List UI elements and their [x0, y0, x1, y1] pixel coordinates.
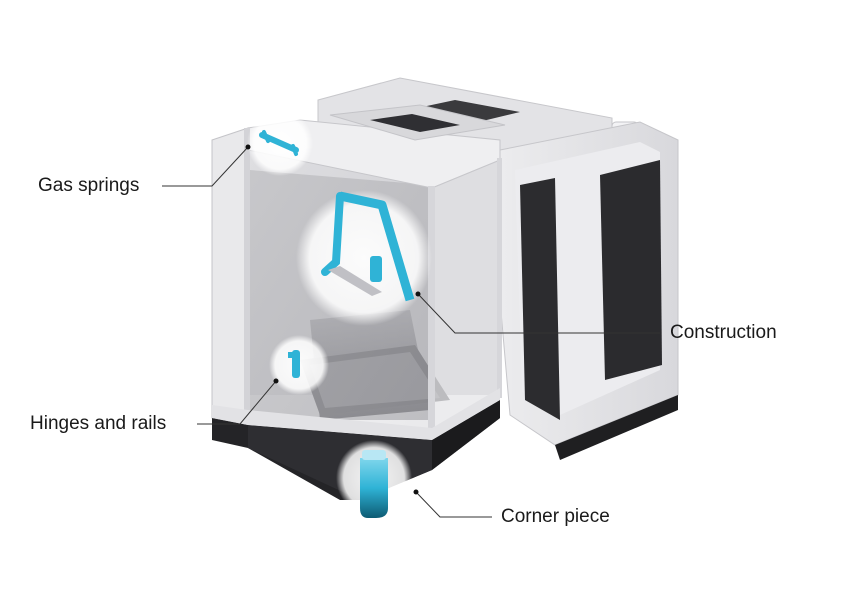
corner-piece-label: Corner piece	[501, 506, 610, 527]
gas-spring-part	[259, 130, 299, 156]
corner-piece-part	[360, 450, 388, 518]
hinge-part	[288, 350, 300, 378]
side-module	[499, 121, 679, 460]
leader-lines	[162, 144, 660, 518]
hinges-and-rails-label: Hinges and rails	[30, 413, 167, 434]
construction-label: Construction	[670, 322, 777, 343]
gas-springs-label: Gas springs	[38, 175, 140, 196]
construction-part	[321, 191, 415, 302]
